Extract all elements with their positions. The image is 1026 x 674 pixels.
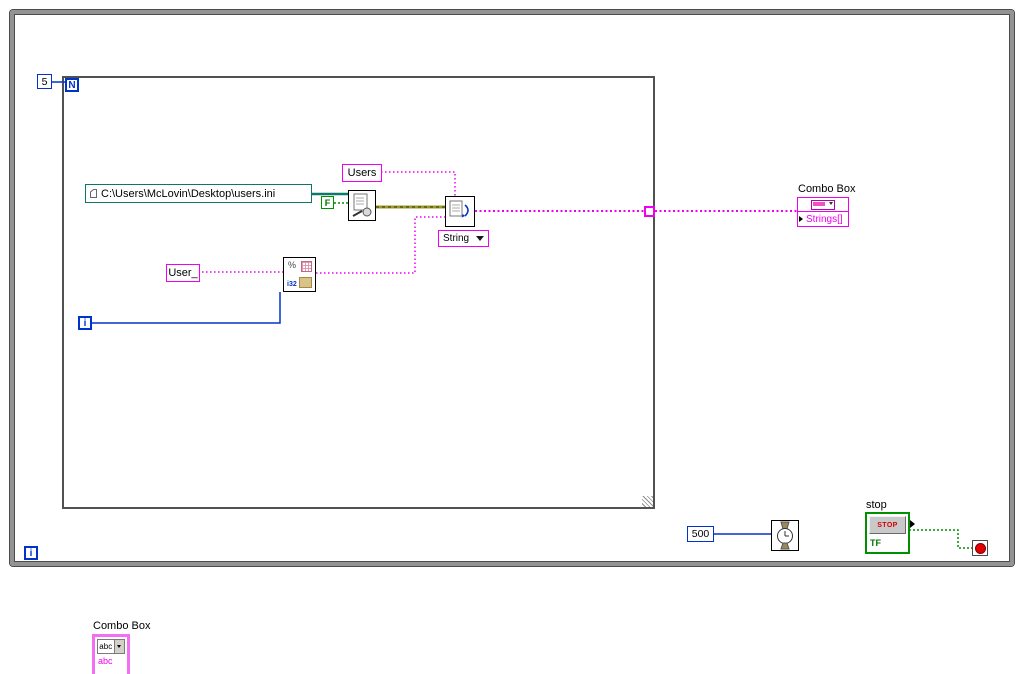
- write-arrow-icon: [799, 216, 803, 222]
- string-block-icon: [299, 277, 312, 288]
- stop-button-terminal[interactable]: STOP TF: [865, 512, 915, 554]
- for-loop[interactable]: [62, 76, 655, 509]
- strings-property-text: Strings[]: [806, 213, 843, 225]
- wait-ms-vi[interactable]: [771, 520, 799, 551]
- key-prefix-constant[interactable]: User_: [166, 264, 200, 282]
- stop-sign-icon: [974, 542, 986, 554]
- stop-button-label: stop: [866, 499, 887, 511]
- combo-box-control-label: Combo Box: [93, 620, 151, 632]
- strings-property-row[interactable]: Strings[]: [798, 212, 848, 226]
- loop-count-constant[interactable]: 5: [37, 74, 52, 89]
- combo-dropdown-button: [113, 639, 125, 654]
- combo-box-property-label: Combo Box: [798, 183, 856, 195]
- path-symbol-icon: [90, 189, 97, 198]
- format-into-string-vi[interactable]: % i32: [283, 257, 316, 292]
- loop-output-tunnel[interactable]: [644, 206, 655, 217]
- key-prefix-text: User_: [168, 267, 198, 279]
- wait-ms-value: 500: [691, 528, 710, 540]
- wait-ms-constant[interactable]: 500: [687, 526, 714, 542]
- section-name-text: Users: [347, 167, 377, 179]
- open-config-data-vi[interactable]: [348, 190, 376, 221]
- wire-section-name[interactable]: [381, 171, 456, 196]
- stop-button-text: STOP: [877, 521, 898, 529]
- wire-stop-condition[interactable]: [901, 529, 972, 549]
- boolean-type-row: TF: [869, 535, 906, 550]
- dropdown-arrow-icon: [117, 645, 122, 648]
- read-key-type-selector[interactable]: String: [438, 230, 489, 247]
- tf-label: TF: [870, 537, 881, 548]
- stop-button-face: STOP: [869, 516, 906, 534]
- false-label: F: [324, 197, 331, 208]
- grid-icon: [301, 261, 312, 272]
- loop-count-value: 5: [41, 75, 48, 88]
- for-loop-iteration-terminal[interactable]: i: [78, 316, 92, 330]
- combo-box-property-node[interactable]: Strings[]: [797, 197, 849, 227]
- n-label: N: [68, 79, 76, 91]
- read-key-icon: [449, 200, 469, 218]
- ini-path-text: C:\Users\McLovin\Desktop\users.ini: [101, 187, 276, 200]
- combo-box-control-terminal[interactable]: abc abc: [92, 634, 130, 674]
- wire-iteration[interactable]: [92, 292, 281, 324]
- i32-glyph: i32: [287, 281, 297, 288]
- boolean-false-constant[interactable]: F: [321, 196, 334, 209]
- section-name-constant[interactable]: Users: [342, 164, 382, 182]
- dropdown-arrow-icon: [476, 236, 484, 241]
- while-loop[interactable]: [10, 10, 1014, 566]
- type-selector-value: String: [443, 233, 470, 244]
- for-loop-resize-handle[interactable]: [642, 496, 653, 507]
- combo-box-type-text: abc: [98, 656, 113, 666]
- read-key-vi[interactable]: [445, 196, 475, 227]
- while-i-label: i: [29, 547, 33, 559]
- loop-condition-terminal[interactable]: [972, 540, 988, 556]
- config-file-icon: [352, 193, 372, 217]
- combo-box-value-field: abc: [97, 639, 114, 654]
- ini-path-constant[interactable]: C:\Users\McLovin\Desktop\users.ini: [85, 184, 312, 203]
- output-arrow-icon: [910, 520, 915, 528]
- combo-box-icon: [798, 198, 848, 212]
- wristwatch-icon: [777, 521, 793, 550]
- wire-formatted-key[interactable]: [316, 216, 445, 274]
- while-loop-iteration-terminal[interactable]: i: [24, 546, 38, 560]
- for-i-label: i: [83, 317, 87, 329]
- percent-glyph: %: [288, 260, 297, 270]
- loop-count-terminal[interactable]: N: [65, 78, 79, 92]
